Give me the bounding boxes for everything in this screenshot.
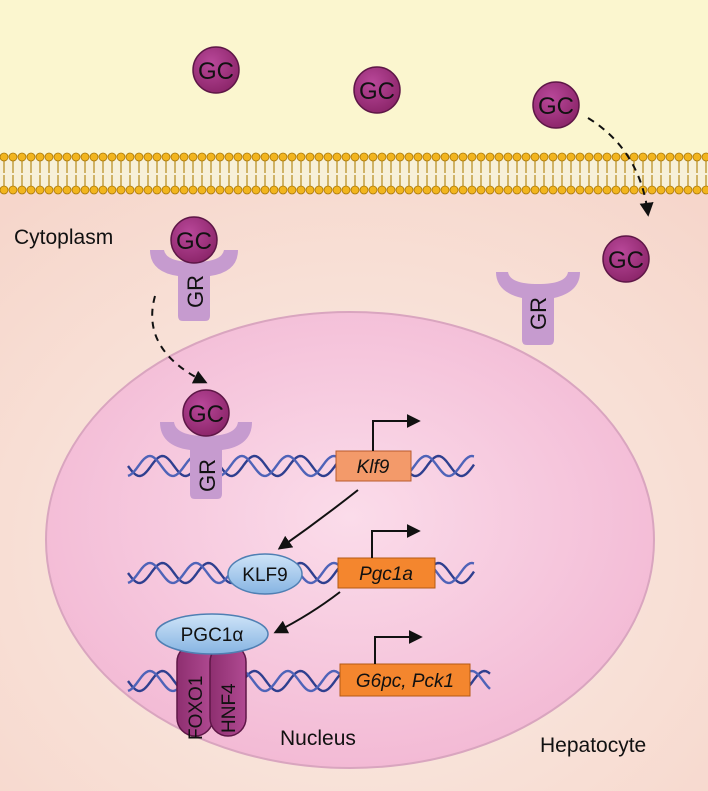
gc-gr-complex-cytoplasm: GR GC [150,216,238,321]
svg-text:FOXO1: FOXO1 [186,676,207,740]
gc-molecule-extracellular-2: GC [353,66,401,114]
svg-text:HNF4: HNF4 [219,683,240,733]
gr-receptor-unbound: GR [496,272,580,345]
dna-strand-klf9 [127,454,475,478]
svg-text:GR: GR [526,297,551,330]
svg-text:G6pc, Pck1: G6pc, Pck1 [356,671,454,692]
pgc1a-translation-arrow [273,591,341,634]
hepatocyte-label: Hepatocyte [540,734,646,757]
plasma-membrane [0,152,708,195]
extracellular-space [0,0,708,158]
klf9-translation-arrow [277,489,359,550]
svg-text:GC: GC [188,401,224,428]
protein-hnf4: HNF4 [209,643,247,737]
svg-text:Pgc1a: Pgc1a [359,564,413,585]
nucleus-envelope [45,311,655,769]
transcription-start-arrow-pgc1a [371,524,421,558]
protein-klf9: KLF9 [227,553,303,595]
svg-text:GR: GR [195,459,220,492]
svg-text:GC: GC [198,58,234,85]
svg-text:GR: GR [183,275,208,308]
protein-pgc1a: PGC1α [155,613,269,655]
gene-pgc1a: Pgc1a [337,557,436,589]
transcription-start-arrow-klf9 [372,414,421,451]
svg-text:GC: GC [176,228,212,255]
nuclear-translocation-arrow [151,295,208,384]
svg-text:GC: GC [538,93,574,120]
gc-gr-complex-nuclear: GR GC [160,389,252,499]
svg-text:GC: GC [359,78,395,105]
gc-molecule-extracellular-1: GC [192,46,240,94]
gc-molecule-cytoplasm: GC [602,235,650,283]
svg-text:PGC1α: PGC1α [181,625,244,646]
svg-text:Klf9: Klf9 [357,457,390,478]
svg-text:GC: GC [608,247,644,274]
nucleus-label: Nucleus [280,727,356,750]
gc-diffusion-arrow [587,117,654,217]
transcription-start-arrow-targets [374,630,423,664]
protein-foxo1: FOXO1 [176,643,214,740]
cytoplasm-label: Cytoplasm [14,226,113,249]
gc-molecule-extracellular-3: GC [532,81,580,129]
gene-klf9: Klf9 [335,450,412,482]
svg-text:KLF9: KLF9 [242,565,287,586]
gene-g6pc-pck1: G6pc, Pck1 [339,663,471,697]
